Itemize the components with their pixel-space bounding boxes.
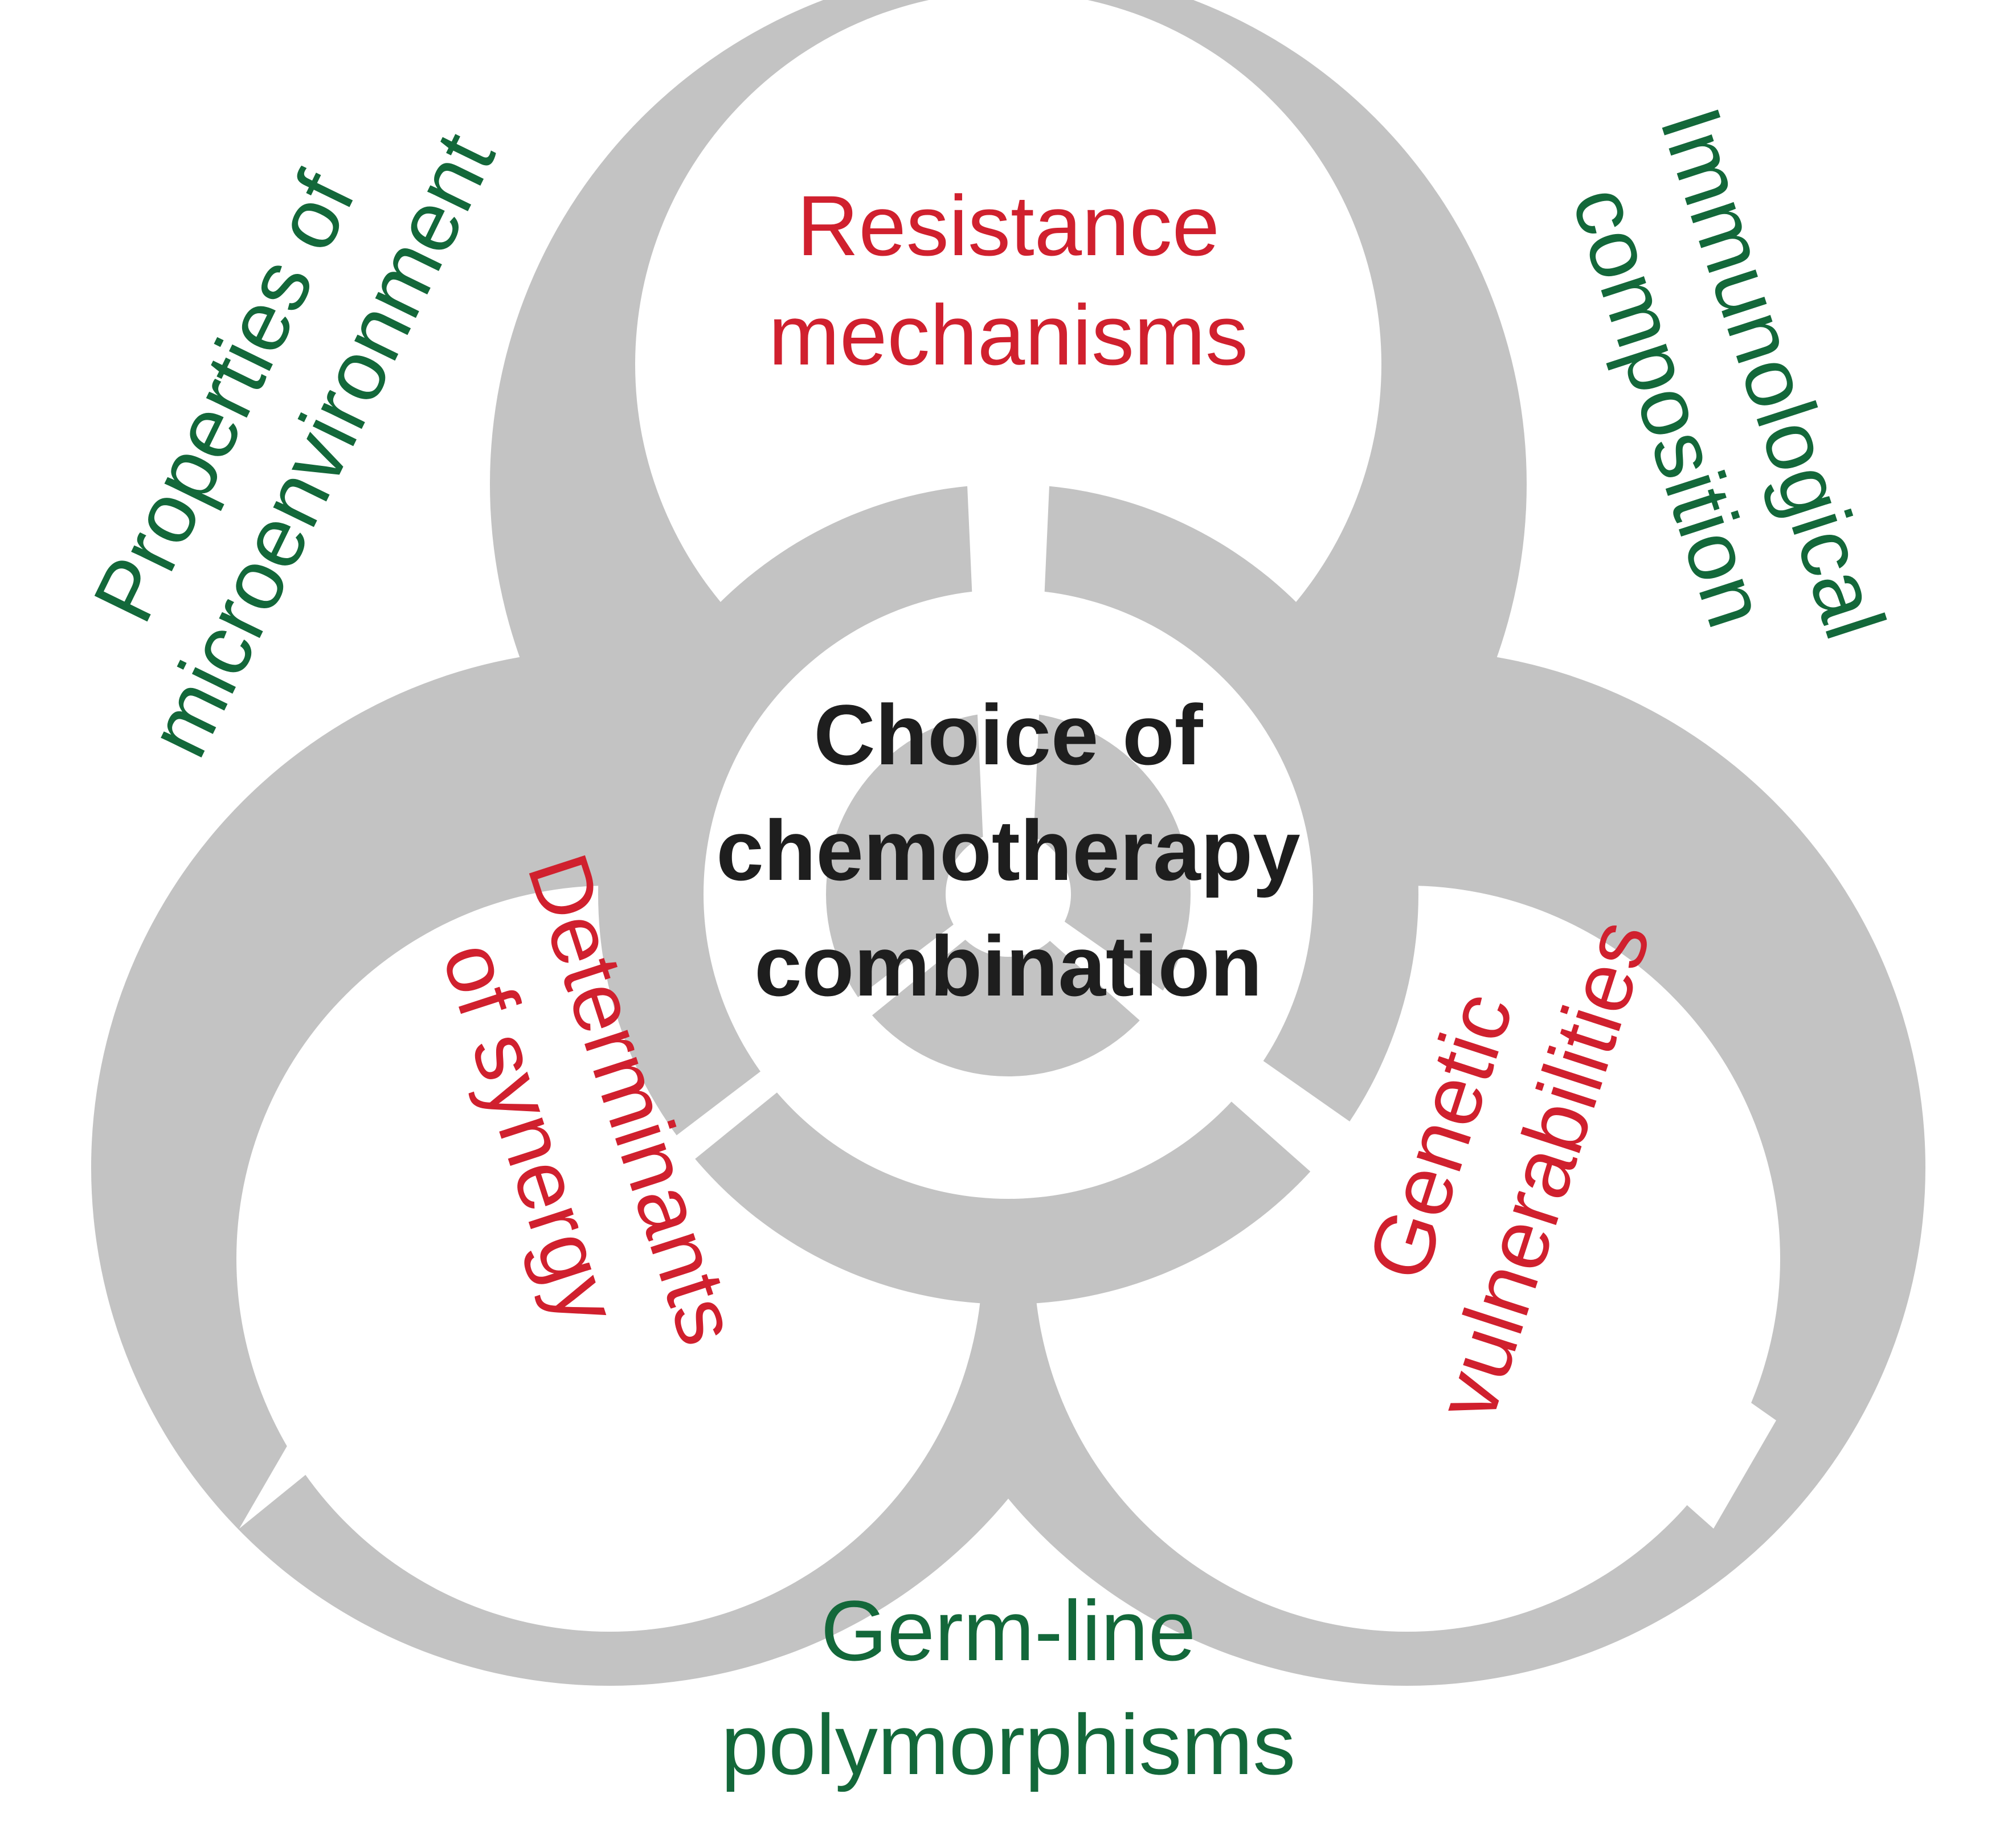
label-germline-polymorphisms: Germ-line polymorphisms xyxy=(721,1583,1296,1792)
resistance-line-2: mechanisms xyxy=(768,287,1248,383)
center-line-2: chemotherapy xyxy=(716,802,1300,898)
germline-line-1: Germ-line xyxy=(821,1583,1196,1678)
resistance-line-1: Resistance xyxy=(797,178,1220,273)
label-resistance-mechanisms: Resistance mechanisms xyxy=(768,178,1248,383)
center-label: Choice of chemotherapy combination xyxy=(716,687,1300,1014)
germline-line-2: polymorphisms xyxy=(721,1697,1296,1792)
center-line-1: Choice of xyxy=(813,687,1203,783)
center-line-3: combination xyxy=(754,918,1262,1014)
